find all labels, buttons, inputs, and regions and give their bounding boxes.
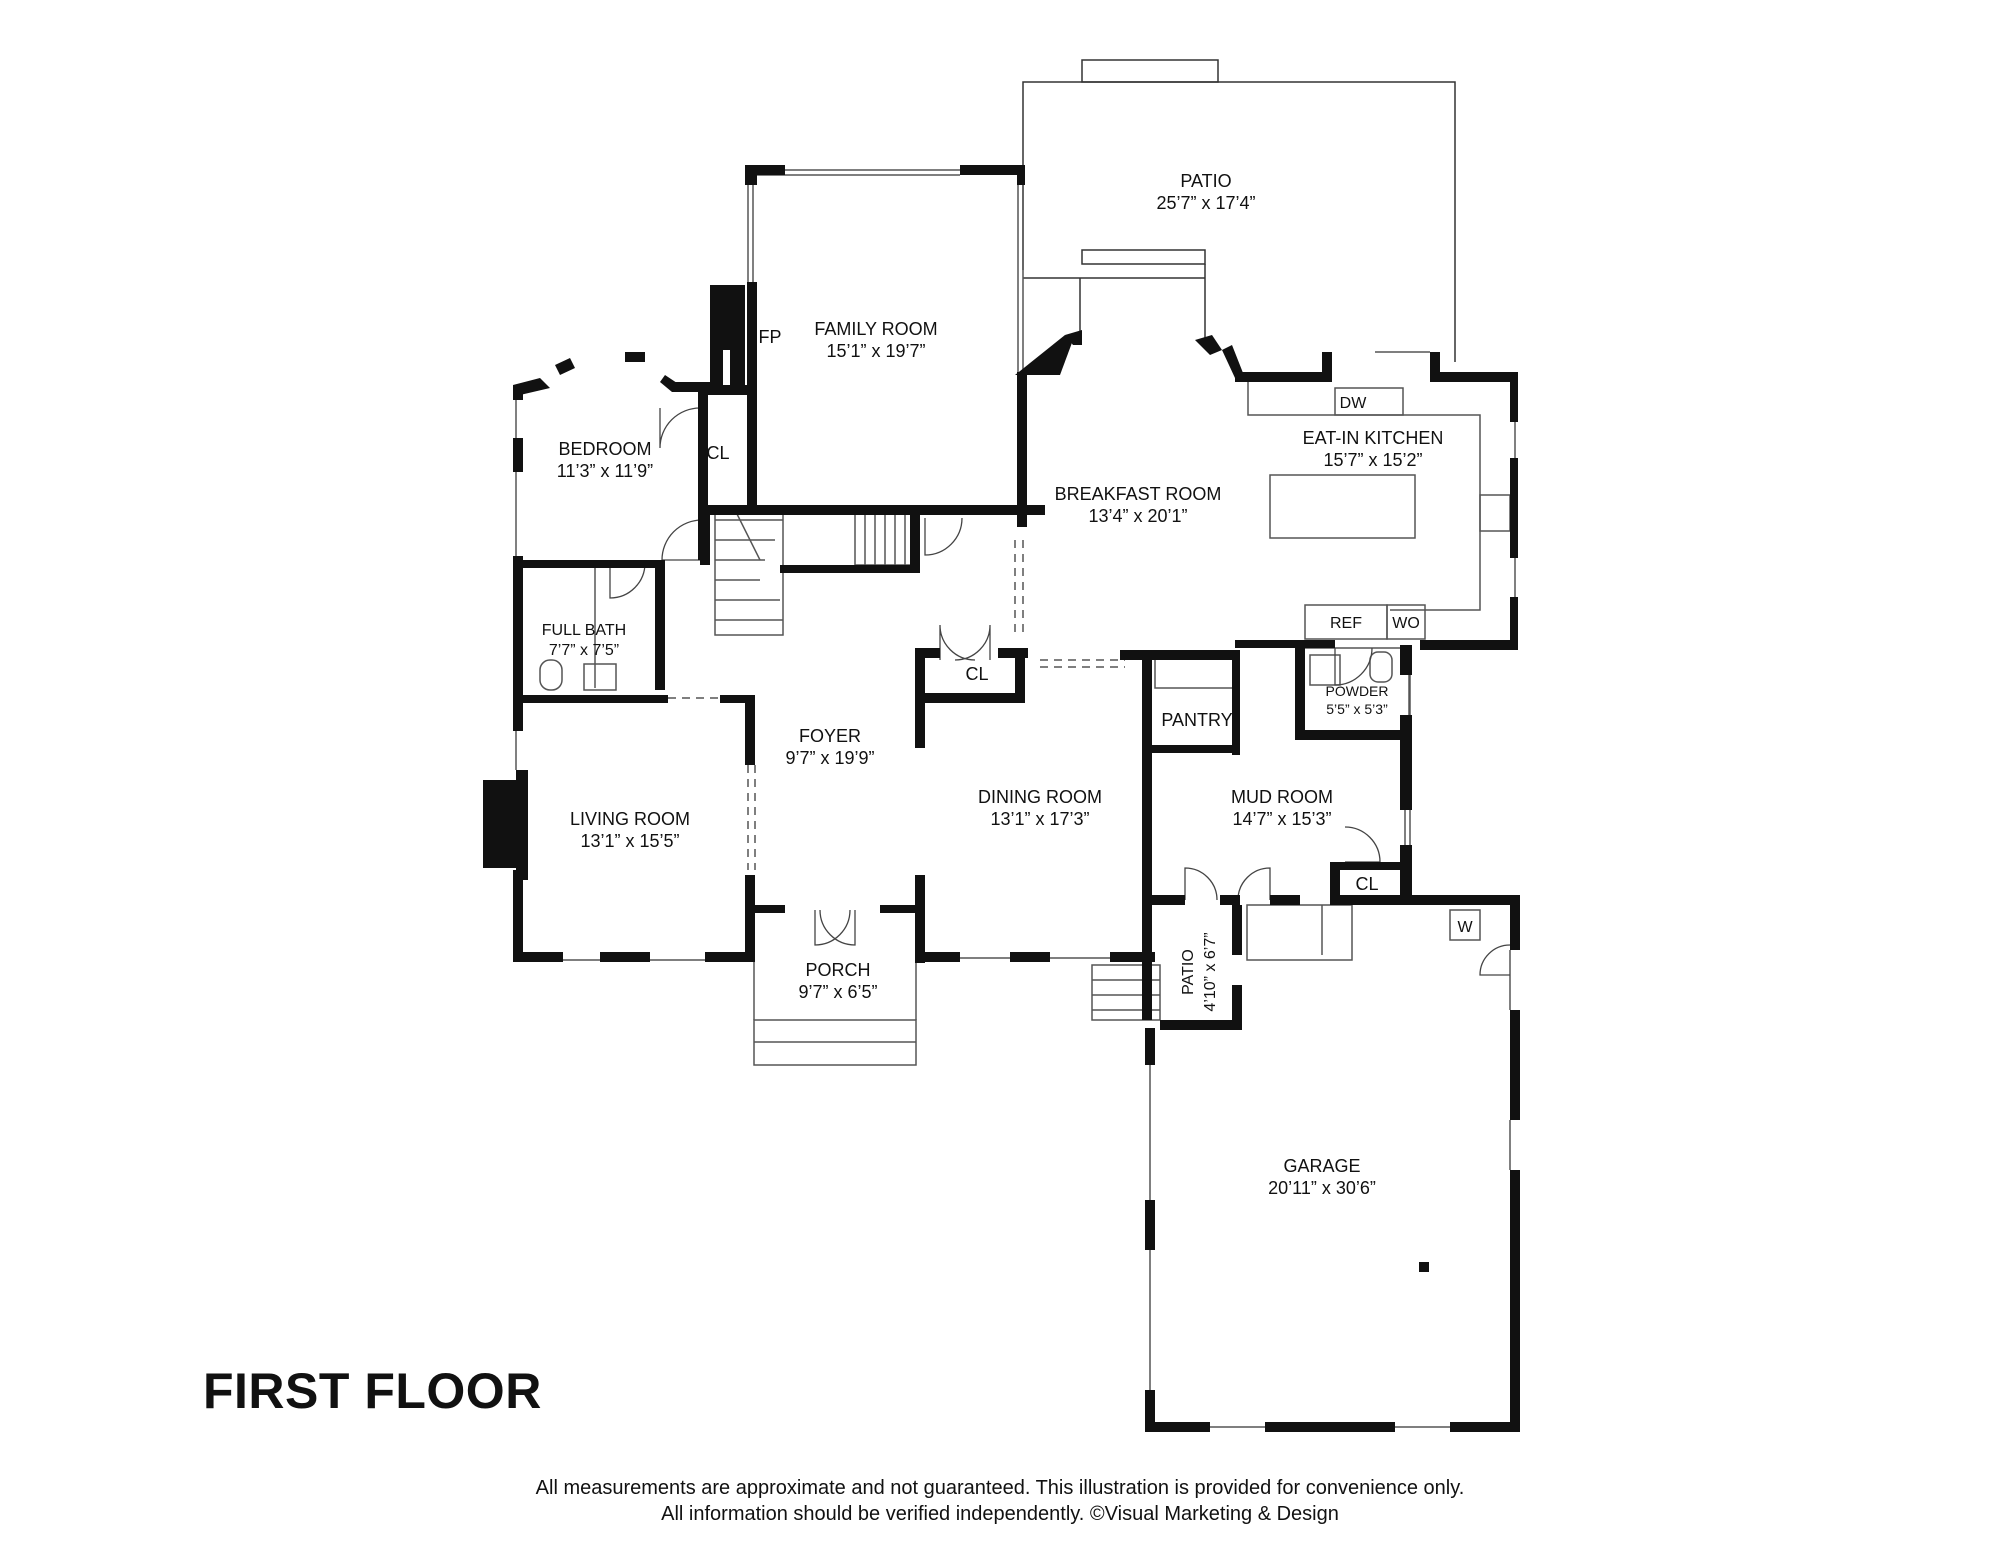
patio-side-name: PATIO — [1180, 949, 1197, 995]
washer-tag: W — [1457, 919, 1473, 936]
full-bath-dims: 7’7” x 7’5” — [549, 642, 619, 659]
dining-room-dims: 13’1” x 17’3” — [990, 809, 1089, 829]
mud-room-dims: 14’7” x 15’3” — [1232, 809, 1331, 829]
breakfast-room-name: BREAKFAST ROOM — [1055, 484, 1222, 504]
powder-name: POWDER — [1326, 683, 1389, 699]
garage-dims: 20’11” x 30’6” — [1268, 1178, 1376, 1198]
bedroom-name: BEDROOM — [558, 439, 651, 459]
mud-room-name: MUD ROOM — [1231, 787, 1333, 807]
living-room-dims: 13’1” x 15’5” — [580, 831, 679, 851]
powder-dims: 5’5” x 5’3” — [1326, 701, 1388, 717]
breakfast-room-dims: 13’4” x 20’1” — [1088, 506, 1187, 526]
pantry-label: PANTRY — [1161, 710, 1232, 730]
fireplace-tag: FP — [758, 327, 781, 347]
family-room-dims: 15’1” x 19’7” — [826, 341, 925, 361]
full-bath-name: FULL BATH — [542, 622, 626, 639]
disclaimer-line-1: All measurements are approximate and not… — [535, 1477, 1465, 1499]
garage-name: GARAGE — [1283, 1156, 1360, 1176]
family-room-name: FAMILY ROOM — [814, 319, 937, 339]
foyer-dims: 9’7” x 19’9” — [785, 748, 874, 768]
living-room-name: LIVING ROOM — [570, 809, 690, 829]
bedroom-closet: CL — [706, 443, 729, 463]
porch-name: PORCH — [805, 960, 870, 980]
kitchen-name: EAT-IN KITCHEN — [1303, 428, 1444, 448]
porch-dims: 9’7” x 6’5” — [798, 982, 877, 1002]
floor-title: FIRST FLOOR — [203, 1363, 542, 1419]
patio-side-dims: 4’10” x 6’7” — [1202, 932, 1219, 1011]
wall-oven-tag: WO — [1392, 615, 1420, 632]
walls — [483, 165, 1520, 1432]
refrigerator-tag: REF — [1330, 615, 1362, 632]
kitchen-dims: 15’7” x 15’2” — [1323, 450, 1422, 470]
dishwasher-tag: DW — [1340, 395, 1368, 412]
dining-room-name: DINING ROOM — [978, 787, 1102, 807]
foyer-name: FOYER — [799, 726, 861, 746]
foyer-closet: CL — [965, 664, 988, 684]
patio-rear-name: PATIO — [1180, 171, 1231, 191]
patio-rear-dims: 25’7” x 17’4” — [1156, 193, 1255, 213]
mud-closet: CL — [1355, 874, 1378, 894]
disclaimer-line-2: All information should be verified indep… — [661, 1503, 1339, 1525]
room-labels: PATIO 25’7” x 17’4” FAMILY ROOM 15’1” x … — [542, 171, 1474, 1198]
bedroom-dims: 11’3” x 11’9” — [557, 461, 653, 481]
